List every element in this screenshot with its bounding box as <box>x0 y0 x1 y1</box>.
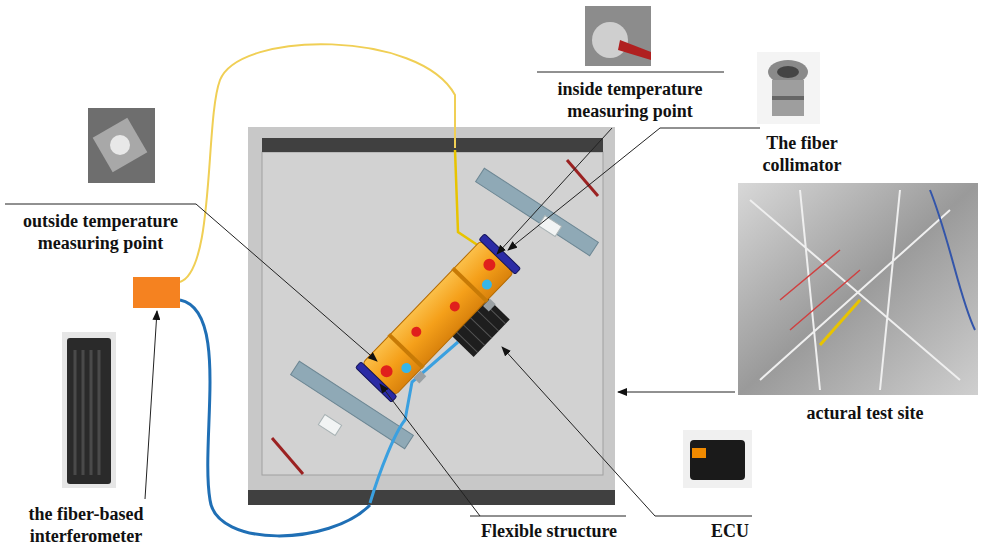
callout-label: outside temperature measuring point <box>3 210 198 254</box>
callout-label: inside temperature measuring point <box>530 78 730 122</box>
callout-label: ECU <box>700 520 760 542</box>
mirror-mount <box>272 160 598 474</box>
photo-outside-point <box>88 108 155 183</box>
laser-cavity <box>355 234 525 407</box>
yellow-fiber <box>180 44 455 282</box>
test-chamber <box>248 127 615 505</box>
photo-ecu <box>683 430 752 488</box>
photo-collimator <box>757 52 820 124</box>
callout-label: the fiber-based interferometer <box>8 503 164 547</box>
interferometer-box <box>133 277 180 308</box>
callout-label: The fiber collimator <box>750 132 854 176</box>
caption-label: actural test site <box>785 402 945 424</box>
blue-fiber <box>180 300 370 536</box>
photo-test-site <box>738 183 978 395</box>
leader-lines <box>5 72 760 516</box>
photo-inside-point <box>585 6 651 66</box>
photo-interferometer <box>62 332 116 488</box>
callout-label: Flexible structure <box>468 520 630 542</box>
